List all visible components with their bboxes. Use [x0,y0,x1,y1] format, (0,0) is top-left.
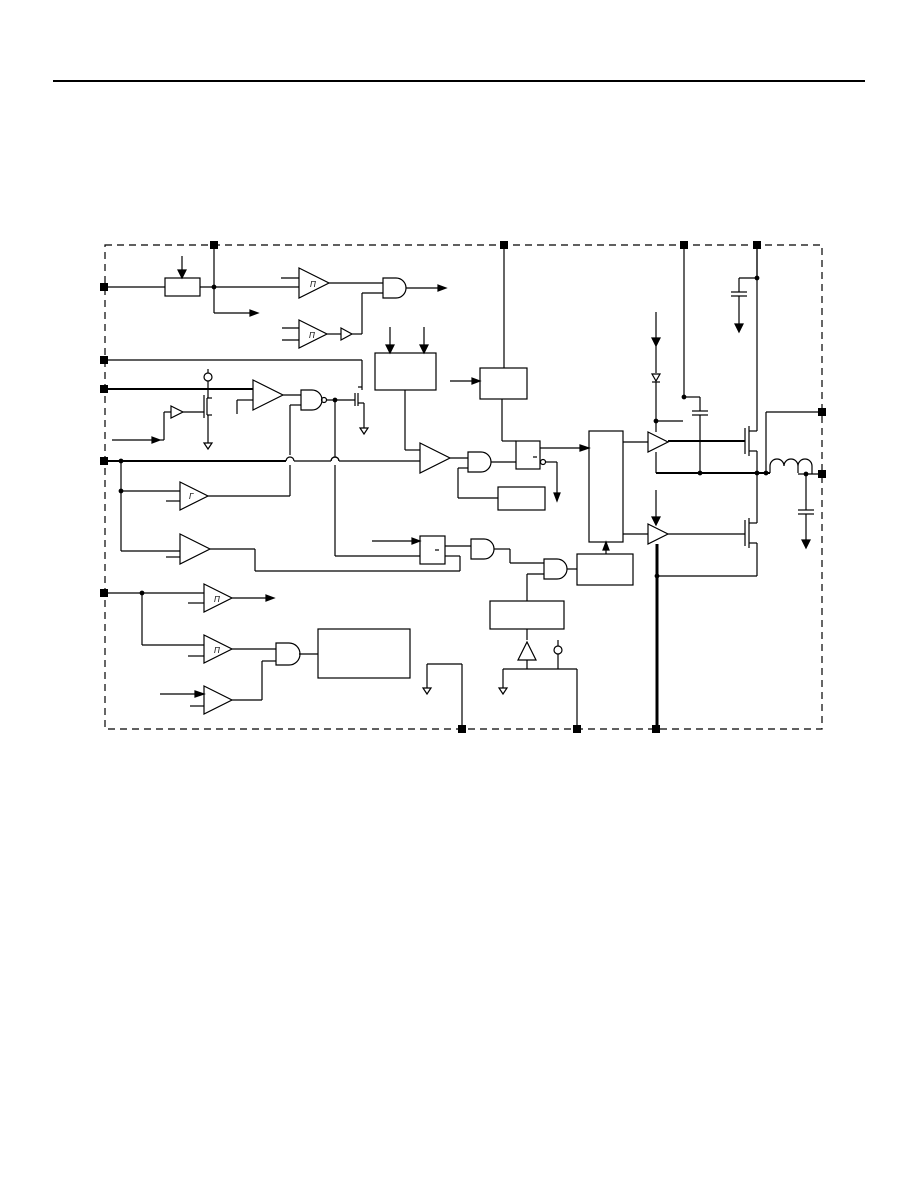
pin [100,356,108,364]
and-gate [543,558,568,580]
latch [419,535,446,565]
resistor-block [164,277,201,297]
wire [285,456,295,462]
pin [100,385,108,393]
arrow-right-icon [249,309,260,317]
and-gate [470,538,495,560]
power-mosfet [744,473,758,576]
and-gate [467,451,492,473]
pin [652,725,660,733]
wire: Π [310,280,316,289]
logic-block [317,628,411,679]
gate-driver [647,431,670,453]
wire [801,539,811,550]
hysteresis-comparator [203,634,234,664]
logic-block [497,486,546,511]
buffer [170,405,185,419]
latch [515,440,541,470]
wire [602,540,610,551]
hysteresis-comparator [203,583,234,613]
inductor [769,458,813,467]
hysteresis-comparator [179,481,210,511]
wire: Π [309,331,315,340]
wire [651,337,661,348]
and-gate [382,277,407,299]
nand-gate [300,389,323,411]
wire [651,516,661,527]
wire [211,284,217,290]
wire [553,492,561,503]
wire [194,690,206,698]
comparator [179,533,212,565]
pin [573,725,581,733]
logic-block [489,600,565,630]
wire [151,436,162,444]
gate-driver [647,523,670,545]
pin [458,725,466,733]
arrow-right-icon [437,284,448,292]
wire [419,344,429,355]
wire [539,458,547,466]
diode [650,373,662,383]
wire: Π [214,595,220,604]
wire [411,537,422,545]
comparator [252,379,285,411]
pin [818,470,826,478]
pins [100,241,826,733]
pin [680,241,688,249]
logic-block [479,367,528,400]
ground [497,687,509,696]
and-gate [275,642,301,666]
pin [500,241,508,249]
wire [471,377,482,385]
pin [100,589,108,597]
ground [358,427,370,436]
buffer [340,326,354,342]
chip-boundary [104,244,823,730]
ground [202,442,214,451]
wire [553,645,563,655]
wire [330,456,340,462]
wire [385,344,395,355]
logic-block [576,553,634,586]
ground [421,687,433,696]
arrow-down-icon [177,269,187,280]
wire [579,444,591,452]
buffer [517,640,537,661]
wire [203,372,213,382]
wire [734,323,744,334]
comparator [203,685,234,715]
hysteresis-comparator [298,319,329,349]
pin [100,457,108,465]
control-block [588,430,624,543]
hysteresis-comparator [298,267,331,299]
wire [697,470,703,476]
arrow-right-icon [265,594,276,602]
logic-block [374,352,437,391]
pin [818,408,826,416]
wire: Π [214,646,220,655]
pin [210,241,218,249]
pin [100,283,108,291]
wire [320,396,328,404]
wire: Γ [189,492,194,501]
comparator [419,442,452,474]
